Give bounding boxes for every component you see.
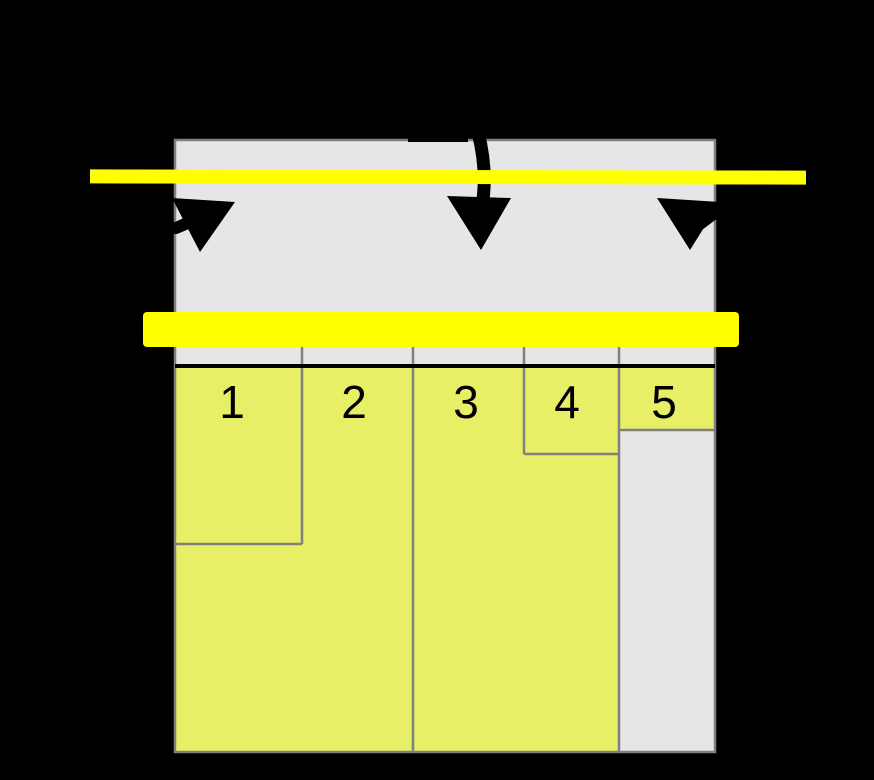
arrows [170, 125, 722, 252]
column-label-3: 3 [453, 376, 479, 428]
yellow-bars [89, 169, 807, 347]
column-label-1: 1 [219, 376, 245, 428]
fill-region-1-2 [176, 368, 413, 751]
top-notch [408, 130, 468, 142]
column-labels: 1 2 3 4 5 [219, 376, 677, 428]
column-label-2: 2 [341, 376, 367, 428]
center-arrow-shaft [471, 125, 491, 213]
fill-region-3 [413, 368, 619, 751]
left-arrow-head [172, 198, 235, 252]
center-arrow-head [447, 196, 511, 250]
fill-region-5 [619, 368, 714, 430]
edge-masks [408, 130, 468, 142]
top-bar [89, 169, 807, 185]
bottom-bar [143, 312, 739, 347]
column-label-4: 4 [554, 376, 580, 428]
right-arrow-head [657, 198, 720, 250]
fill-regions [176, 368, 714, 751]
column-label-5: 5 [651, 376, 677, 428]
